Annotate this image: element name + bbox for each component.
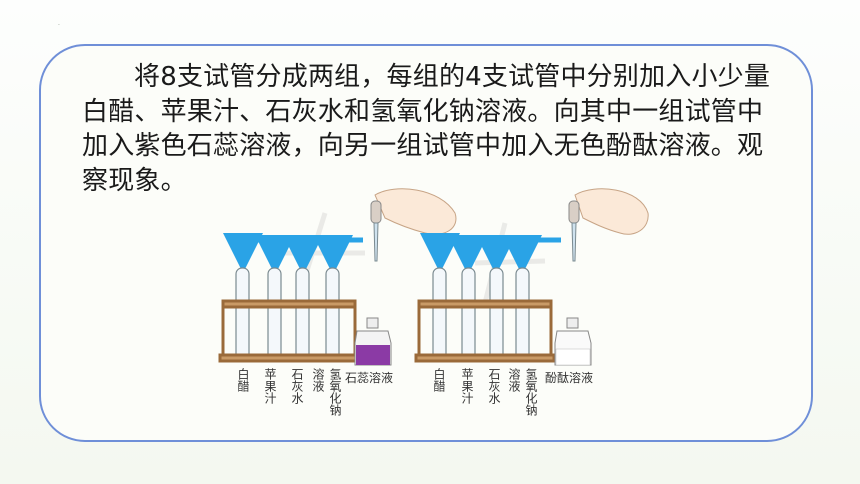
right-tubes: [432, 267, 530, 361]
instruction-paragraph: 将8支试管分成两组，每组的4支试管中分别加入小少量白醋、苹果汁、石灰水和氢氧化钠…: [82, 62, 771, 196]
right-label-apple-juice: 苹果汁: [460, 368, 474, 404]
left-label-naoh: 氢氧化钠: [328, 368, 342, 416]
right-label-solution: 溶液: [507, 368, 521, 392]
right-label-vinegar: 白醋: [432, 368, 446, 392]
corner-mark: .: [58, 20, 60, 27]
right-hand-dropper: [568, 188, 649, 262]
experiment-illustration: [218, 188, 649, 366]
left-bottle-label: 石蕊溶液: [345, 371, 394, 385]
left-label-limewater: 石灰水: [290, 368, 304, 404]
left-arrows: [223, 233, 363, 275]
right-bottle-label: 酚酞溶液: [545, 371, 594, 385]
left-label-vinegar: 白醋: [236, 368, 250, 392]
right-label-naoh: 氢氧化钠: [524, 368, 538, 416]
left-bottle: [354, 317, 392, 366]
left-label-solution: 溶液: [311, 368, 325, 392]
right-rack: [414, 299, 556, 363]
left-hand-dropper: [370, 188, 457, 262]
right-bottle: [554, 317, 592, 366]
experiment-figure: 白醋 苹果汁 石灰水 溶液 氢氧化钠 石蕊溶液 白醋 苹果汁 石灰水 溶液 氢氧…: [205, 183, 650, 443]
left-tubes: [235, 267, 340, 361]
left-label-apple-juice: 苹果汁: [263, 368, 277, 404]
right-arrows: [420, 233, 561, 275]
right-label-limewater: 石灰水: [487, 368, 501, 404]
